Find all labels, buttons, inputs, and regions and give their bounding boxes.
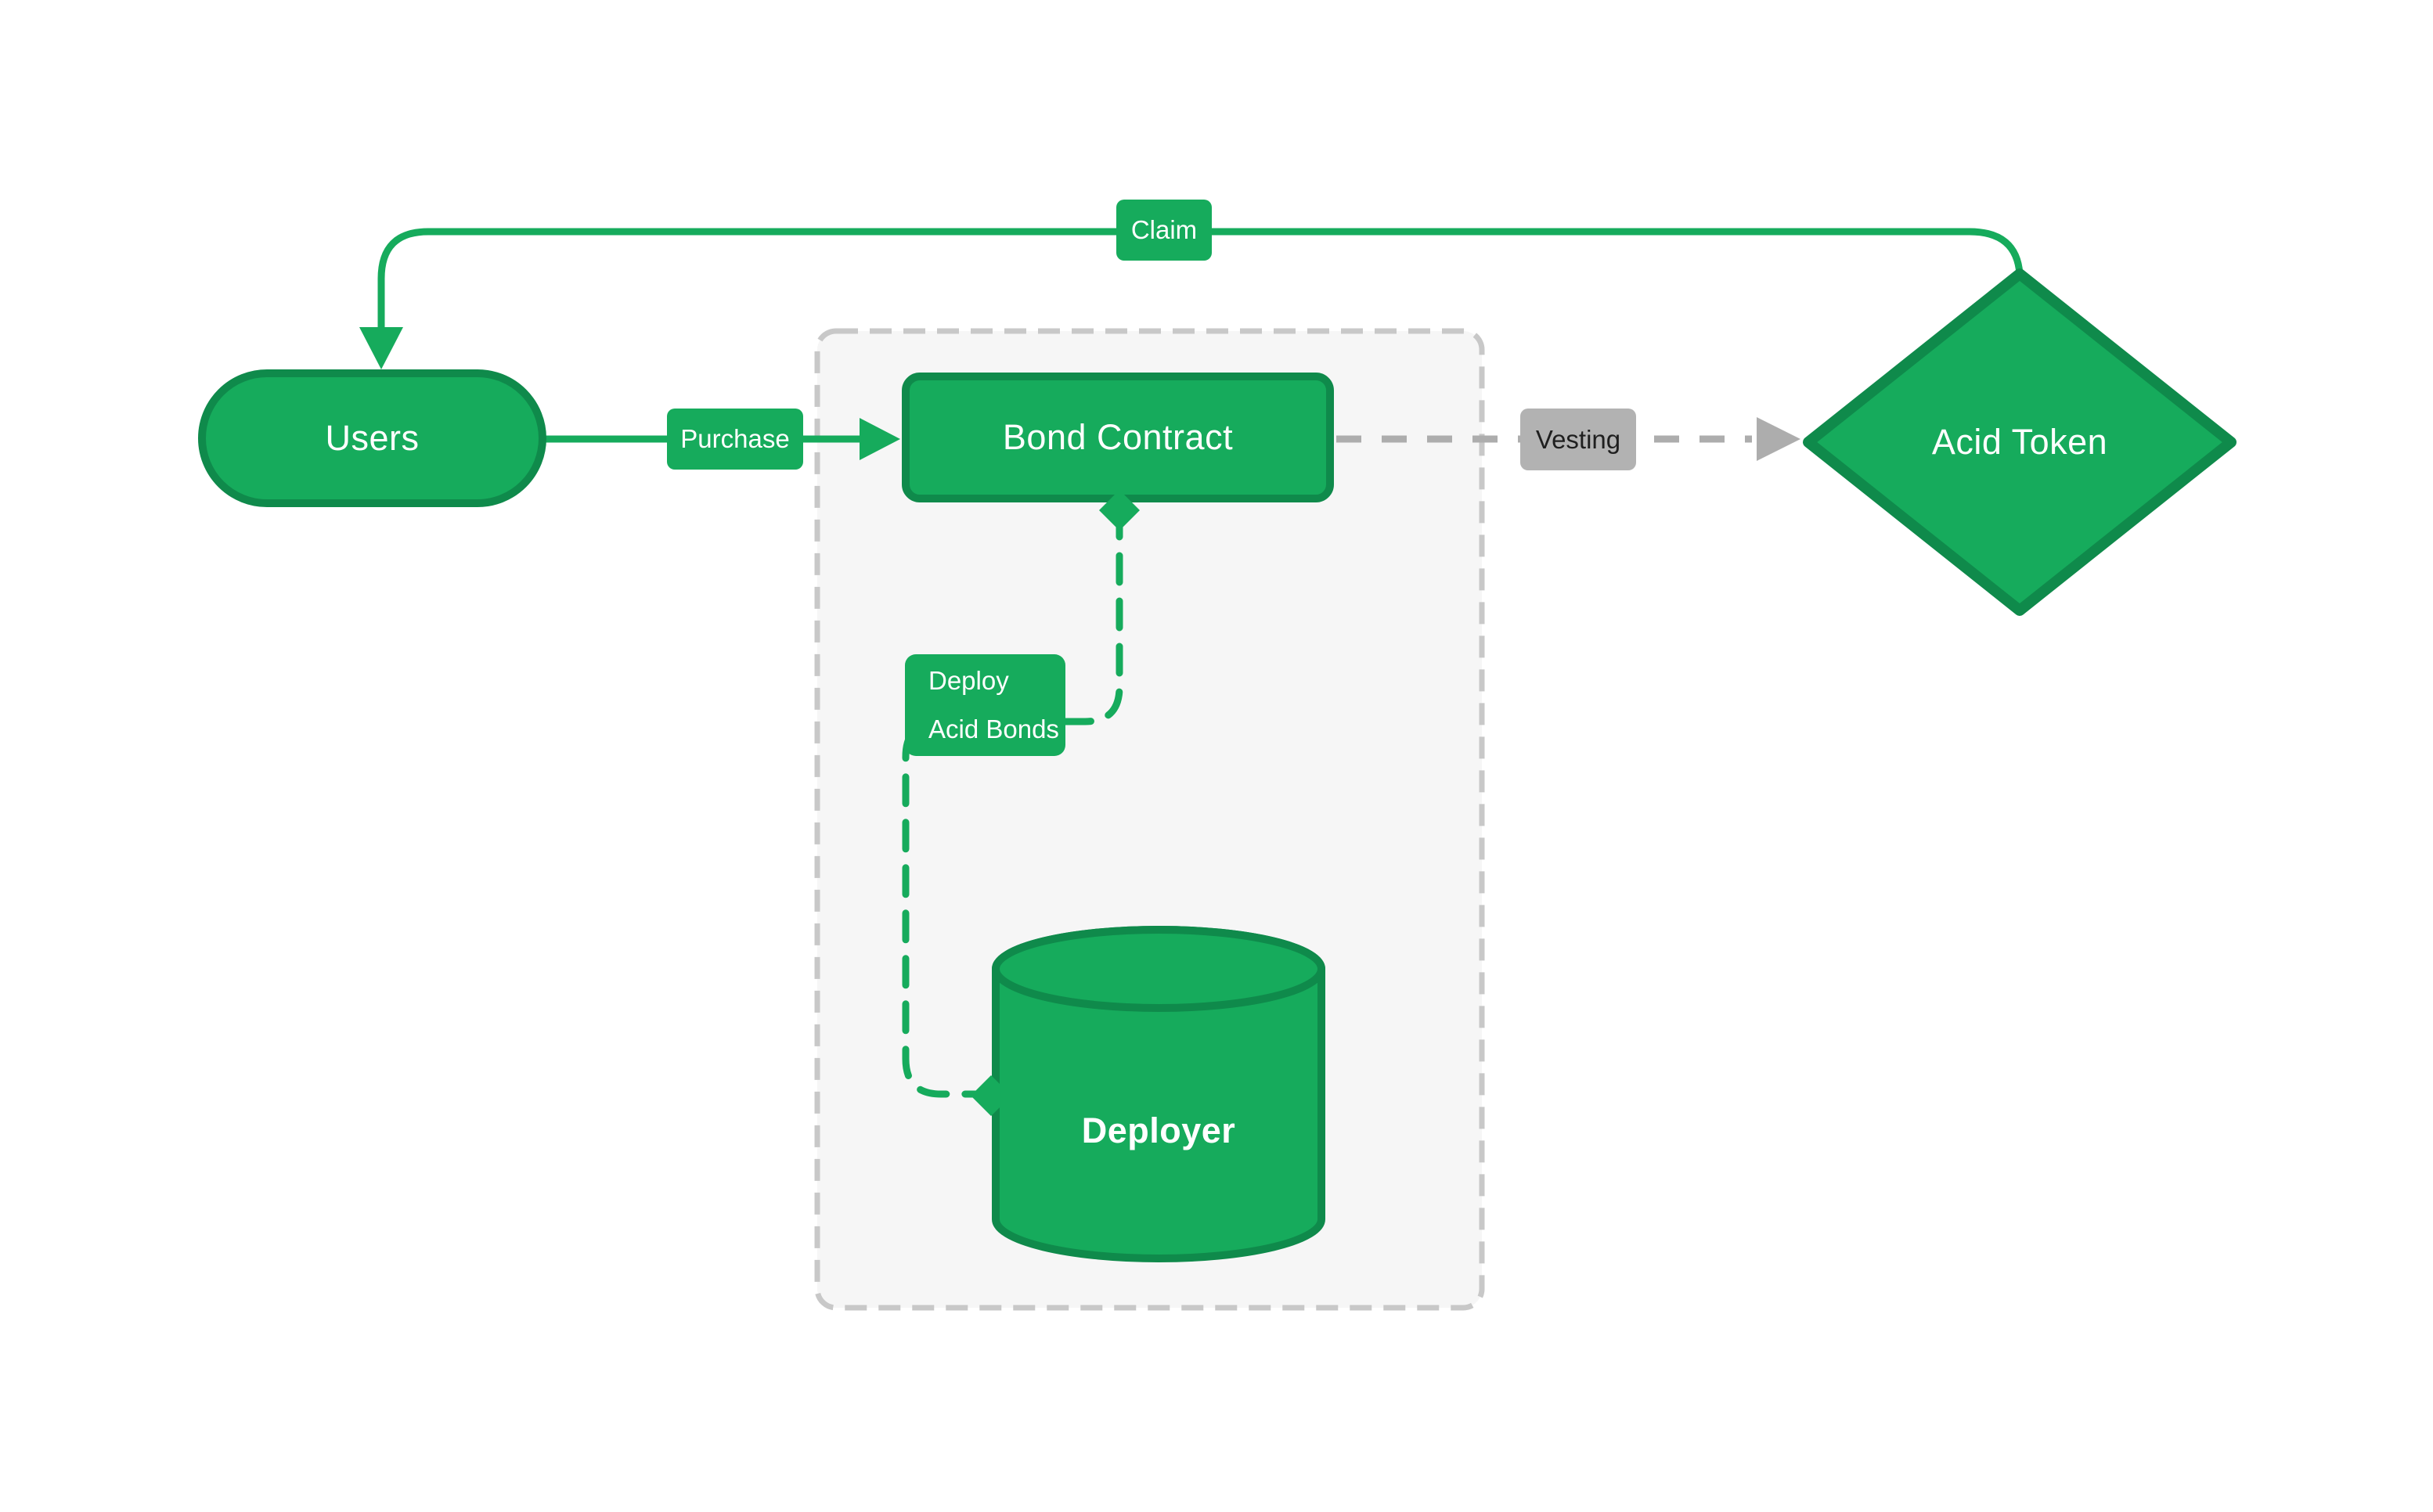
claim-arrowhead-icon bbox=[359, 327, 403, 369]
node-deployer-top-rim bbox=[992, 926, 1325, 1012]
node-bond-contract bbox=[902, 373, 1334, 502]
deploy-diamond-end-top-icon bbox=[1099, 490, 1140, 531]
vesting-edge-badge: Vesting bbox=[1520, 409, 1636, 470]
deploy-edge-badge-line2: Acid Bonds bbox=[928, 715, 1059, 743]
node-acid-token bbox=[1803, 268, 2237, 616]
deploy-edge-badge-line1: Deploy bbox=[928, 666, 1009, 695]
deploy-diamond-end-bottom-icon bbox=[971, 1075, 1011, 1116]
claim-edge-line bbox=[377, 228, 2024, 345]
purchase-arrowhead-icon bbox=[860, 418, 900, 460]
node-users bbox=[198, 369, 546, 507]
deploy-edge-badge: Deploy Acid Bonds bbox=[905, 654, 1065, 756]
claim-edge-badge: Claim bbox=[1116, 200, 1212, 261]
purchase-edge-badge: Purchase bbox=[667, 409, 803, 470]
vesting-arrowhead-icon bbox=[1757, 417, 1800, 461]
